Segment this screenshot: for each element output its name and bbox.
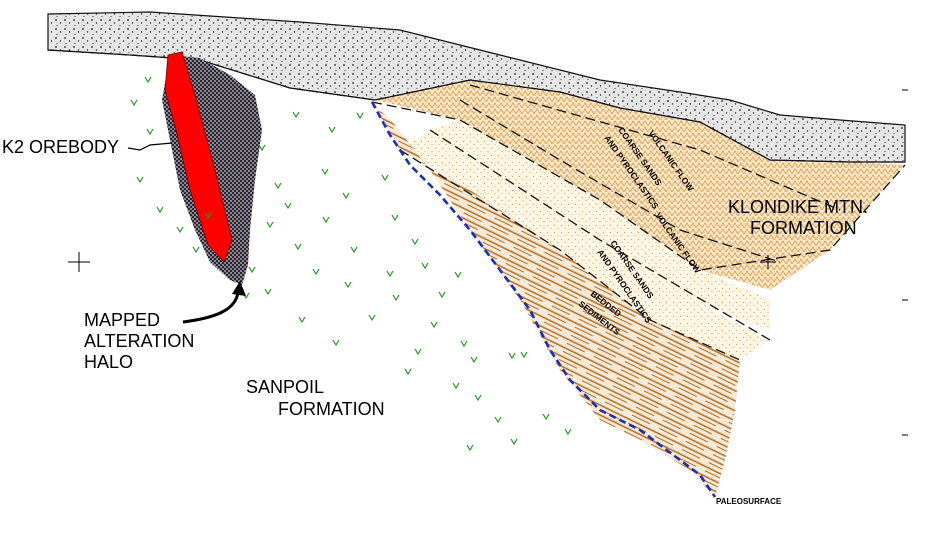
formation-contacts — [371, 84, 906, 361]
sanpoil-tick — [438, 291, 446, 299]
halo-arrow — [182, 291, 240, 324]
sanpoil-tick — [292, 111, 300, 119]
klondike-volcanic-unit — [375, 80, 905, 290]
halo-label-line2: ALTERATION — [84, 331, 194, 351]
sanpoil-tick — [274, 182, 282, 190]
sanpoil-tick — [284, 202, 292, 210]
sanpoil-tick — [391, 214, 399, 222]
sanpoil-tick — [508, 352, 516, 360]
survey-crosses — [68, 252, 776, 272]
klondike-label-line1: KLONDIKE MTN. — [728, 197, 868, 217]
sanpoil-tick — [258, 144, 266, 152]
bedded-sediments-unit — [372, 102, 740, 497]
sanpoil-tick — [350, 246, 358, 254]
klondike-label-line2: FORMATION — [750, 218, 857, 238]
sanpoil-tick — [542, 413, 550, 421]
sanpoil-tick — [156, 206, 164, 214]
sanpoil-tick — [204, 212, 212, 220]
sanpoil-tick — [414, 348, 422, 356]
sanpoil-tick — [460, 340, 468, 348]
k2-orebody — [164, 51, 233, 263]
sanpoil-tick — [130, 99, 138, 107]
edge-marks — [902, 89, 908, 436]
sanpoil-tick — [144, 76, 152, 84]
sanpoil-tick — [192, 246, 200, 254]
sanpoil-label-line1: SANPOIL — [246, 377, 324, 397]
sanpoil-tick — [176, 226, 184, 234]
sanpoil-tick — [494, 416, 502, 424]
sanpoil-tick — [136, 176, 144, 184]
sanpoil-tick — [332, 339, 340, 347]
sanpoil-tick — [356, 112, 364, 120]
sanpoil-label-line2: FORMATION — [278, 399, 385, 419]
sanpoil-tick — [322, 216, 330, 224]
k2-orebody-label: K2 OREBODY — [2, 137, 119, 157]
sanpoil-tick — [452, 382, 460, 390]
sanpoil-tick — [146, 128, 154, 136]
sanpoil-tick — [298, 316, 306, 324]
sanpoil-tick — [264, 288, 272, 296]
sanpoil-tick — [328, 126, 336, 134]
sanpoil-tick — [312, 268, 320, 276]
sanpoil-tick — [411, 238, 419, 246]
sanpoil-tick — [466, 444, 474, 452]
sanpoil-tick — [470, 356, 478, 364]
paleosurface-label: PALEOSURFACE — [716, 497, 782, 506]
sanpoil-tick — [430, 321, 438, 329]
halo-label-line3: HALO — [84, 352, 133, 372]
sanpoil-tick — [520, 351, 528, 359]
sanpoil-tick — [294, 243, 302, 251]
sanpoil-tick — [248, 266, 256, 274]
sanpoil-tick — [386, 270, 394, 278]
halo-arrow-head — [232, 281, 246, 296]
sanpoil-tick — [368, 314, 376, 322]
k2-leader-line — [127, 142, 173, 151]
sanpoil-tick — [342, 192, 350, 200]
sanpoil-ticks — [130, 76, 572, 452]
sanpoil-tick — [454, 271, 462, 279]
sanpoil-tick — [404, 368, 412, 376]
sanpoil-tick — [421, 262, 429, 270]
sanpoil-tick — [344, 281, 352, 289]
sanpoil-tick — [564, 428, 572, 436]
sanpoil-tick — [392, 294, 400, 302]
sanpoil-tick — [321, 168, 329, 176]
paleosurface-line — [370, 101, 717, 498]
sanpoil-tick — [510, 438, 518, 446]
coarse-sands-unit-lower — [400, 130, 770, 360]
coarse-sands-unit-upper — [430, 120, 770, 330]
sanpoil-tick — [266, 221, 274, 229]
sanpoil-tick — [474, 394, 482, 402]
halo-label-line1: MAPPED — [84, 310, 160, 330]
sanpoil-tick — [381, 174, 389, 182]
